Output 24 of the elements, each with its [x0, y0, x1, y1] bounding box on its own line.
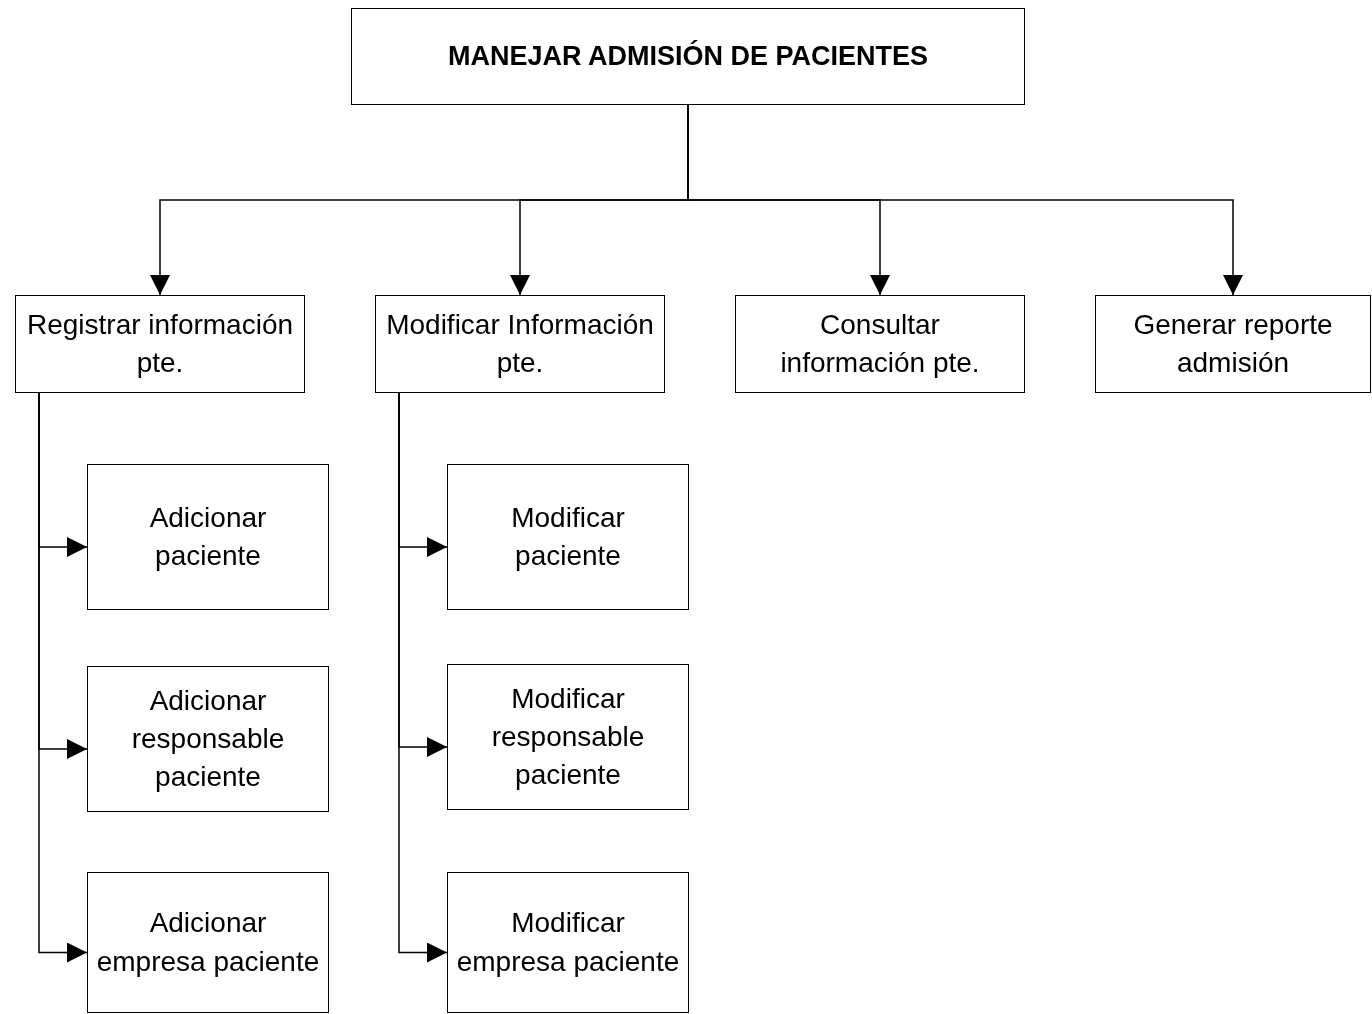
arrow	[38, 392, 88, 963]
box-label: Modificar empresa paciente	[456, 906, 680, 979]
process-box	[1095, 295, 1371, 393]
process-box	[87, 872, 329, 1013]
box-label: Adicionar paciente	[148, 500, 268, 573]
box-label: Modificar Información pte.	[385, 307, 655, 380]
box-label: Registrar información pte.	[25, 307, 295, 380]
box-label: Generar reporte admisión	[1132, 307, 1334, 380]
box-label: Adicionar empresa paciente	[96, 906, 320, 979]
process-box	[351, 8, 1025, 105]
process-box	[447, 464, 689, 610]
box-label: MANEJAR ADMISIÓN DE PACIENTES	[447, 39, 928, 74]
process-box	[87, 666, 329, 812]
box-label: Adicionar responsable paciente	[130, 683, 286, 795]
process-box	[15, 295, 305, 393]
process-box	[447, 664, 689, 810]
box-label: Modificar paciente	[510, 500, 626, 573]
box-label: Consultar información pte.	[779, 307, 981, 380]
box-label: Modificar responsable paciente	[490, 681, 646, 793]
arrow	[398, 392, 448, 963]
process-box	[375, 295, 665, 393]
process-box	[87, 464, 329, 610]
process-box	[735, 295, 1025, 393]
process-box	[447, 872, 689, 1013]
